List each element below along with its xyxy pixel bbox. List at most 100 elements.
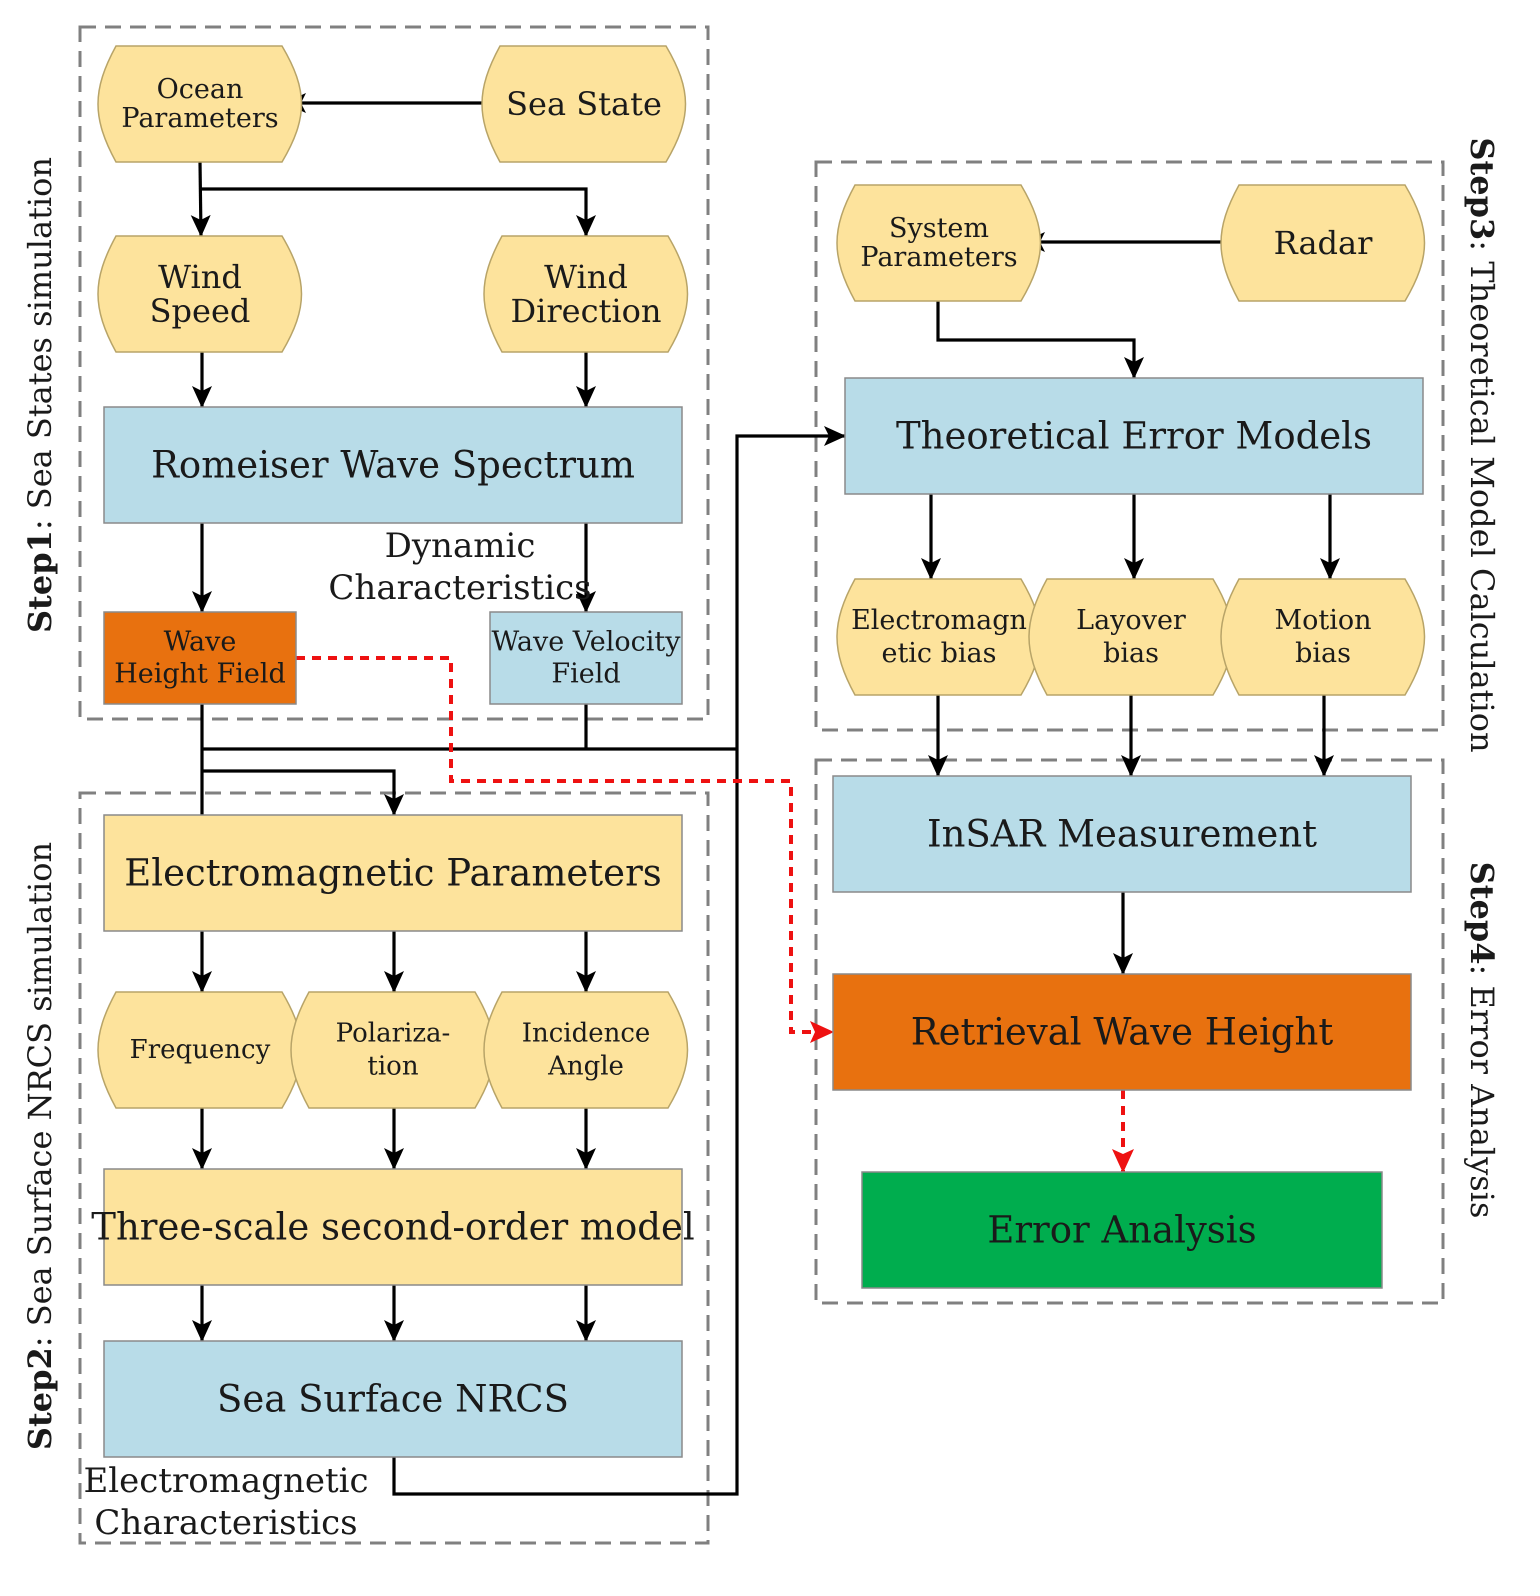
three-scale-model-shape: [103, 1168, 683, 1286]
step4-bold: Step4: [1463, 862, 1501, 965]
wind-speed-shape: [97, 235, 303, 353]
radar-label: Radar: [1274, 224, 1373, 262]
polarization-shape: [290, 991, 496, 1109]
edge-to-em-parameters: [202, 769, 404, 816]
edge-system-to-error-models: [936, 301, 1144, 379]
polarization-label: tion: [367, 1052, 418, 1082]
step3-bold: Step3: [1463, 137, 1501, 240]
radar: Radar: [1220, 184, 1426, 302]
wave-height-field-label: Wave: [164, 627, 237, 658]
step4-title: : Error Analysis: [1463, 965, 1501, 1219]
motion-bias-shape: [1220, 578, 1426, 696]
wind-direction-label: Direction: [510, 292, 661, 330]
ocean-parameters-label: Ocean: [157, 74, 244, 105]
layover-bias-label: bias: [1103, 638, 1159, 669]
layover-bias-label: Layover: [1076, 605, 1186, 636]
step3-title: : Theoretical Model Calculation: [1463, 240, 1501, 752]
motion-bias-label: bias: [1295, 638, 1351, 669]
incidence-angle-label: Incidence: [522, 1019, 651, 1049]
electromagnetic-bias-shape: [836, 578, 1042, 696]
insar-measurement-label: InSAR Measurement: [927, 813, 1317, 856]
system-parameters-label: System: [889, 213, 989, 244]
radar-shape: [1220, 184, 1426, 302]
wind-direction-shape: [483, 235, 689, 353]
step1-title: : Sea States simulation: [21, 157, 59, 530]
step1-label: Step1: Sea States simulation: [21, 157, 59, 633]
wind-speed-label: Wind: [158, 258, 242, 296]
step2-bold: Step2: [21, 1347, 59, 1450]
wind-speed-label: Speed: [150, 292, 251, 330]
dynamic-characteristics-label: Dynamic: [385, 526, 536, 566]
wave-height-field-shape: [103, 611, 297, 705]
step1-bold: Step1: [21, 530, 59, 633]
polarization-label: Polariza-: [336, 1019, 451, 1049]
insar-measurement: InSAR Measurement: [832, 775, 1412, 893]
system-parameters-label: Parameters: [860, 242, 1017, 273]
edge-height-field-to-retrieval: [296, 656, 834, 1043]
error-analysis-label: Error Analysis: [987, 1209, 1256, 1252]
electromagnetic-bias: Electromagnetic bias: [836, 578, 1042, 696]
electromagnetic-characteristics-label: Characteristics: [94, 1503, 357, 1543]
electromagnetic-characteristics-label: Electromagnetic: [83, 1461, 368, 1501]
frequency-label: Frequency: [130, 1035, 271, 1065]
polarization: Polariza-tion: [290, 991, 496, 1109]
dynamic-characteristics-label: Characteristics: [328, 568, 591, 608]
frequency: Frequency: [97, 991, 303, 1109]
layover-bias-shape: [1028, 578, 1234, 696]
edge-nrcs-to-error-models: [392, 426, 846, 1496]
step2-label: Step2: Sea Surface NRCS simulation: [21, 842, 59, 1450]
ocean-parameters-label: Parameters: [121, 103, 278, 134]
sea-state-shape: [481, 45, 687, 163]
theoretical-error-models-label: Theoretical Error Models: [896, 415, 1372, 458]
wind-direction-label: Wind: [544, 258, 628, 296]
edge-ocean-to-wind-direction: [200, 187, 596, 237]
electromagnetic-bias-label: etic bias: [881, 638, 996, 669]
electromagnetic-parameters: Electromagnetic Parameters: [103, 814, 683, 932]
incidence-angle-label: Angle: [547, 1052, 624, 1082]
wave-velocity-field-shape: [489, 611, 683, 705]
electromagnetic-parameters-shape: [103, 814, 683, 932]
step1-box: [78, 25, 710, 721]
system-parameters-shape: [836, 184, 1042, 302]
three-scale-model: Three-scale second-order model: [91, 1168, 695, 1286]
insar-measurement-shape: [832, 775, 1412, 893]
three-scale-model-label: Three-scale second-order model: [91, 1206, 694, 1249]
sea-state: Sea State: [481, 45, 687, 163]
theoretical-error-models-shape: [844, 377, 1424, 495]
sea-surface-nrcs: Sea Surface NRCS: [103, 1340, 683, 1458]
motion-bias-label: Motion: [1274, 605, 1371, 636]
edge-ocean-to-wind-speed: [190, 161, 211, 237]
wave-height-field-label: Height Field: [114, 659, 286, 690]
wave-velocity-field-label: Field: [551, 659, 620, 690]
romeiser-wave-spectrum: Romeiser Wave Spectrum: [103, 406, 683, 524]
romeiser-wave-spectrum-shape: [103, 406, 683, 524]
incidence-angle-shape: [483, 991, 689, 1109]
retrieval-wave-height-shape: [832, 973, 1412, 1091]
electromagnetic-bias-label: Electromagn: [851, 605, 1027, 636]
theoretical-error-models: Theoretical Error Models: [844, 377, 1424, 495]
electromagnetic-parameters-label: Electromagnetic Parameters: [124, 852, 662, 895]
error-analysis-shape: [861, 1171, 1383, 1289]
romeiser-wave-spectrum-label: Romeiser Wave Spectrum: [151, 444, 635, 487]
error-analysis: Error Analysis: [861, 1171, 1383, 1289]
retrieval-wave-height: Retrieval Wave Height: [832, 973, 1412, 1091]
sea-state-label: Sea State: [506, 85, 662, 123]
step4-label: Step4: Error Analysis: [1463, 862, 1501, 1219]
sea-surface-nrcs-label: Sea Surface NRCS: [217, 1378, 569, 1421]
ocean-parameters-shape: [97, 45, 303, 163]
retrieval-wave-height-label: Retrieval Wave Height: [911, 1011, 1334, 1054]
sea-surface-nrcs-shape: [103, 1340, 683, 1458]
step3-label: Step3: Theoretical Model Calculation: [1463, 137, 1501, 752]
step2-title: : Sea Surface NRCS simulation: [21, 842, 59, 1347]
